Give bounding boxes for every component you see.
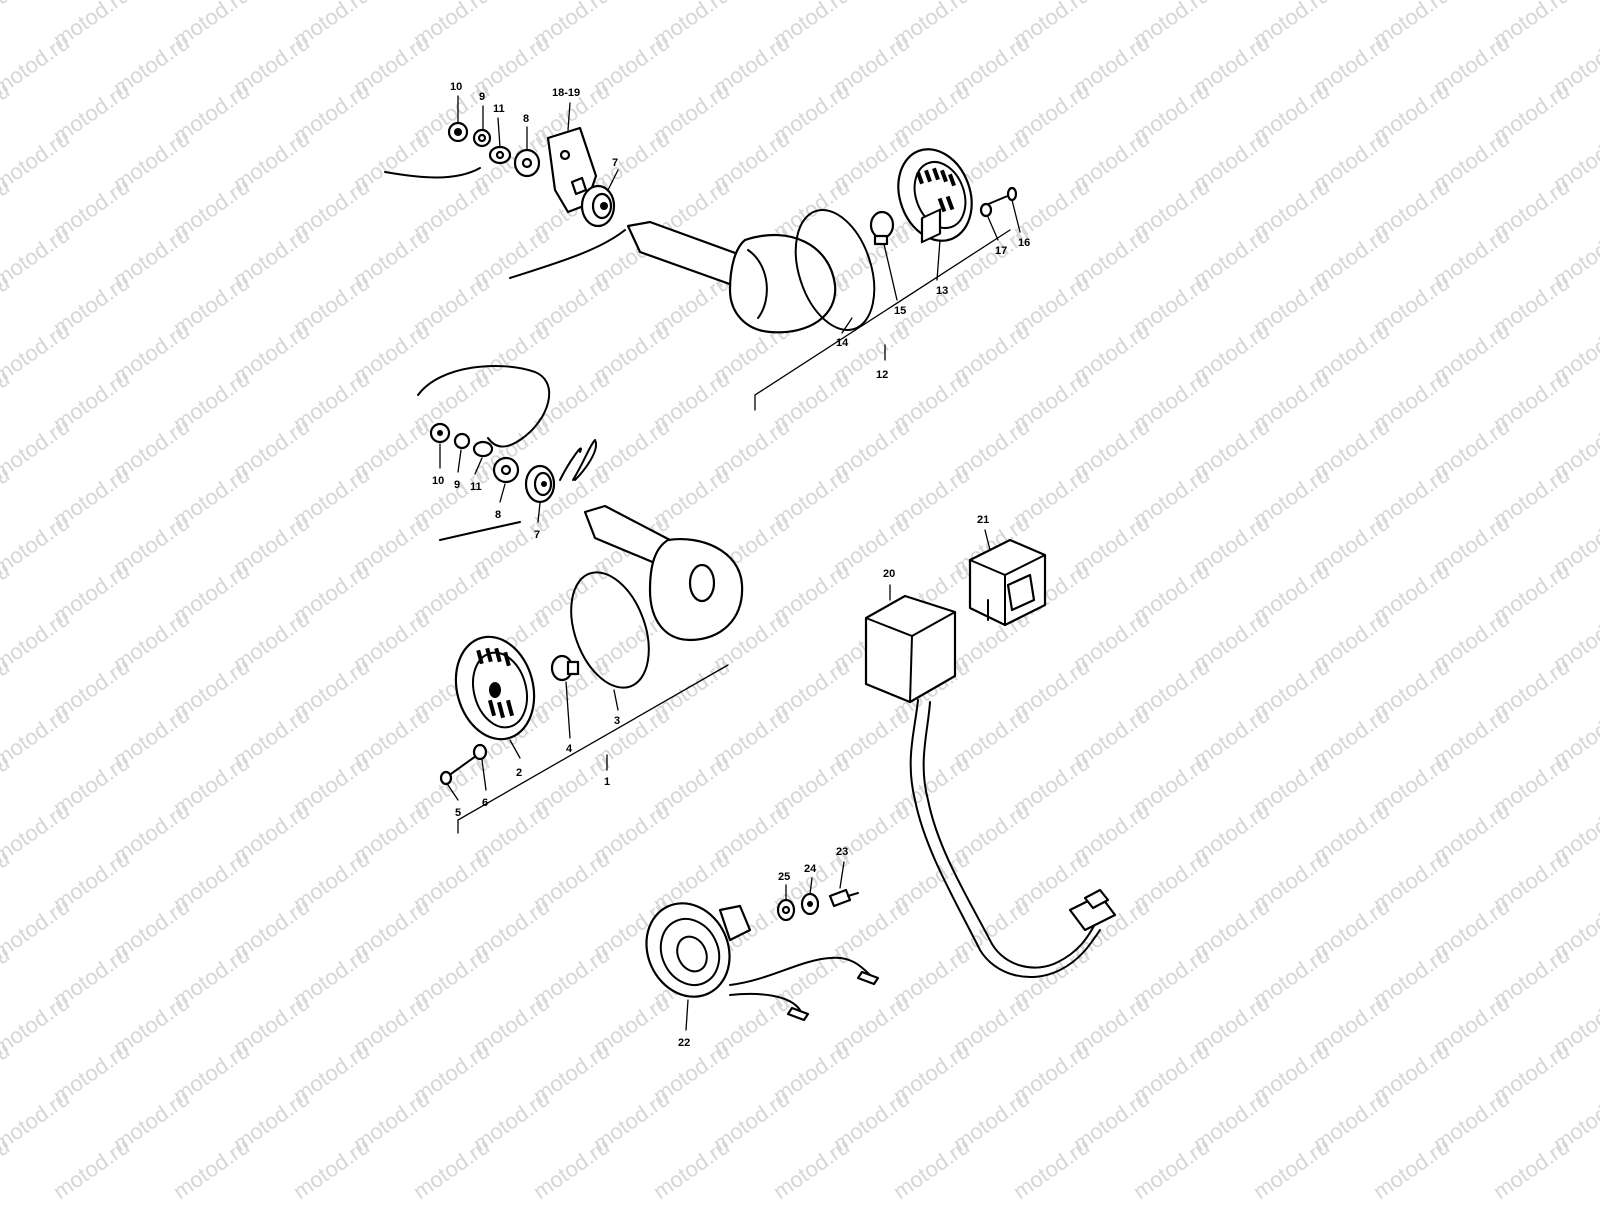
watermark-text: motod.ru bbox=[0, 0, 14, 52]
watermark-text: motod.ru bbox=[1489, 1134, 1574, 1200]
watermark-text: motod.ru bbox=[0, 894, 74, 964]
wire-upper-lower bbox=[509, 229, 626, 279]
group-bracket-1 bbox=[457, 664, 729, 834]
signal-housing-rear bbox=[728, 233, 837, 334]
relay-21 bbox=[968, 538, 1047, 627]
watermark-text: motod.ru bbox=[0, 1086, 74, 1156]
lens-2-pattern bbox=[476, 647, 515, 719]
callout-9-top: 9 bbox=[479, 91, 485, 103]
watermark-text: motod.ru bbox=[169, 1134, 254, 1200]
wire-middle-lower bbox=[439, 521, 521, 541]
callout-5: 5 bbox=[455, 807, 461, 819]
gasket-3 bbox=[570, 571, 650, 689]
screw-16 bbox=[985, 194, 1011, 206]
callout-12: 12 bbox=[876, 369, 888, 381]
watermark-text: motod.ru bbox=[0, 414, 74, 484]
watermark-text: motod.ru bbox=[0, 606, 74, 676]
watermark-text: motod.ru bbox=[0, 702, 74, 772]
horn-wire-b bbox=[729, 992, 801, 1011]
callout-25: 25 bbox=[778, 871, 790, 883]
watermark-text: motod.ru bbox=[409, 1134, 494, 1200]
callout-11-mid: 11 bbox=[470, 481, 482, 493]
watermark-text: motod.ru bbox=[889, 1134, 974, 1200]
watermark-text: motod.ru bbox=[1009, 1134, 1094, 1200]
callout-7-mid: 7 bbox=[534, 529, 540, 541]
callout-1: 1 bbox=[604, 776, 610, 788]
turn-signal-assembly-front bbox=[417, 364, 744, 834]
lens-13-pattern bbox=[916, 167, 956, 213]
gasket-14-rear bbox=[794, 208, 876, 332]
watermark-text: motod.ru bbox=[289, 1134, 374, 1200]
watermark-text: motod.ru bbox=[529, 1134, 614, 1200]
wire-loop-middle bbox=[417, 364, 551, 448]
callout-6: 6 bbox=[482, 797, 488, 809]
group-bracket-12 bbox=[754, 229, 1011, 411]
horn-hardware bbox=[776, 861, 859, 922]
horn-wire-a bbox=[729, 956, 871, 986]
callout-24: 24 bbox=[804, 863, 817, 875]
callout-16: 16 bbox=[1018, 237, 1030, 249]
watermark-text: motod.ru bbox=[0, 318, 74, 388]
callout-8-mid: 8 bbox=[495, 509, 501, 521]
washer-9-mid bbox=[453, 432, 471, 450]
watermark-text: motod.ru bbox=[769, 1134, 854, 1200]
callout-7-top: 7 bbox=[612, 157, 618, 169]
callout-18-19: 18-19 bbox=[552, 87, 580, 99]
wire-upper-left bbox=[384, 167, 481, 179]
callout-10-mid: 10 bbox=[432, 475, 444, 487]
watermark-text: motod.ru bbox=[1369, 1134, 1454, 1200]
watermark-text: motod.ru bbox=[1249, 1134, 1334, 1200]
bulb-15 bbox=[869, 210, 895, 240]
terminal-11-mid bbox=[472, 440, 494, 458]
washer-6 bbox=[472, 743, 488, 761]
watermark-text: motod.ru bbox=[0, 30, 74, 100]
callout-10-top: 10 bbox=[450, 81, 462, 93]
callout-20: 20 bbox=[883, 568, 895, 580]
callout-3: 3 bbox=[614, 715, 620, 727]
watermark-text: motod.ru bbox=[49, 1134, 134, 1200]
callout-14: 14 bbox=[836, 337, 849, 349]
flasher-relay-20 bbox=[864, 208, 1117, 979]
screw-5 bbox=[447, 755, 477, 777]
callout-11-top: 11 bbox=[493, 103, 505, 115]
watermark-text: motod.ru bbox=[0, 990, 74, 1060]
callout-22: 22 bbox=[678, 1037, 690, 1049]
callout-8-top: 8 bbox=[523, 113, 529, 125]
watermark-text: motod.ru bbox=[0, 222, 74, 292]
callout-13: 13 bbox=[936, 285, 948, 297]
watermark-text: motod.ru bbox=[0, 126, 74, 196]
watermark-text: motod.ru bbox=[1129, 1134, 1214, 1200]
watermark-text: motod.ru bbox=[0, 510, 74, 580]
relay-body-20 bbox=[864, 594, 957, 704]
bolt-23 bbox=[828, 888, 852, 908]
horn-22 bbox=[645, 902, 880, 1031]
callout-17: 17 bbox=[995, 245, 1007, 257]
callout-9-mid: 9 bbox=[454, 479, 460, 491]
callout-labels: 10 9 11 8 18-19 7 14 15 13 17 16 12 10 9… bbox=[432, 81, 1030, 1049]
watermark-text: motod.ru bbox=[0, 798, 74, 868]
callout-23: 23 bbox=[836, 846, 848, 858]
callout-2: 2 bbox=[516, 767, 522, 779]
callout-15: 15 bbox=[894, 305, 906, 317]
horn-bracket bbox=[718, 904, 752, 942]
turn-signal-assembly-rear bbox=[384, 95, 1021, 411]
washer-17 bbox=[979, 202, 993, 218]
wiring-harness bbox=[909, 699, 1101, 979]
callout-4: 4 bbox=[566, 743, 573, 755]
callout-21: 21 bbox=[977, 514, 989, 526]
watermark-text: motod.ru bbox=[649, 1134, 734, 1200]
